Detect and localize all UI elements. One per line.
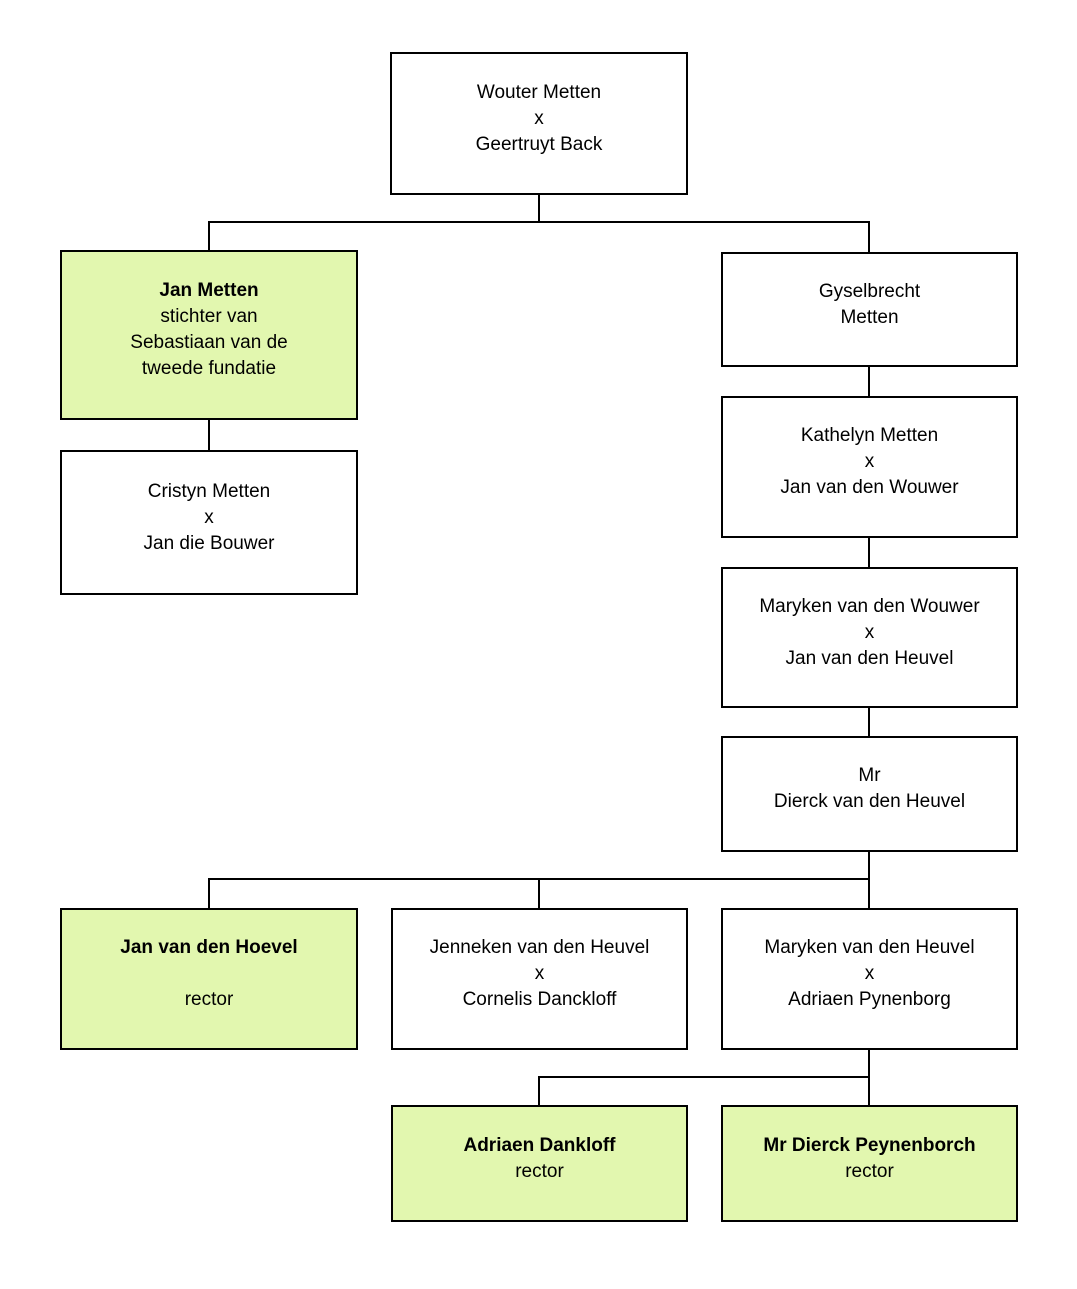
- node-cristyn-metten: Cristyn Metten x Jan die Bouwer: [60, 450, 358, 595]
- node-text: Gyselbrecht Metten: [818, 280, 921, 328]
- connector-line: [208, 221, 870, 223]
- connector-line: [868, 708, 870, 736]
- node-mr-dierck-van-den-heuvel: Mr Dierck van den Heuvel: [721, 736, 1018, 852]
- node-text: rector: [515, 1160, 564, 1182]
- connector-line: [538, 878, 540, 908]
- node-text: Wouter Metten x Geertruyt Back: [475, 81, 603, 155]
- connector-line: [208, 420, 210, 450]
- node-title: Jan Metten: [159, 280, 259, 301]
- node-text: Mr Dierck van den Heuvel: [773, 765, 966, 812]
- node-mr-dierck-peynenborch: Mr Dierck Peynenborch rector: [721, 1105, 1018, 1222]
- node-maryken-van-den-wouwer: Maryken van den Wouwer x Jan van den Heu…: [721, 567, 1018, 708]
- node-title: Adriaen Dankloff: [463, 1134, 616, 1156]
- node-maryken-van-den-heuvel: Maryken van den Heuvel x Adriaen Pynenbo…: [721, 908, 1018, 1050]
- node-kathelyn-metten: Kathelyn Metten x Jan van den Wouwer: [721, 396, 1018, 538]
- node-text: rector: [184, 989, 234, 1010]
- connector-line: [868, 367, 870, 396]
- node-text: stichter van Sebastiaan van de tweede fu…: [130, 306, 288, 379]
- connector-line: [538, 1076, 540, 1105]
- node-text: Maryken van den Wouwer x Jan van den Heu…: [759, 595, 980, 669]
- node-jenneken-van-den-heuvel: Jenneken van den Heuvel x Cornelis Danck…: [391, 908, 688, 1050]
- connector-line: [868, 538, 870, 567]
- node-gyselbrecht-metten: Gyselbrecht Metten: [721, 252, 1018, 367]
- connector-line: [868, 852, 870, 908]
- connector-line: [868, 221, 870, 252]
- connector-line: [538, 1076, 870, 1078]
- node-title: Mr Dierck Peynenborch: [763, 1134, 976, 1156]
- node-text: Jenneken van den Heuvel x Cornelis Danck…: [429, 937, 650, 1010]
- node-text: Cristyn Metten x Jan die Bouwer: [143, 480, 275, 554]
- node-adriaen-dankloff: Adriaen Dankloff rector: [391, 1105, 688, 1222]
- node-text: Kathelyn Metten x Jan van den Wouwer: [780, 425, 959, 498]
- node-wouter-metten: Wouter Metten x Geertruyt Back: [390, 52, 688, 195]
- connector-line: [208, 878, 210, 908]
- connector-line: [538, 195, 540, 223]
- node-jan-van-den-hoevel: Jan van den Hoevel rector: [60, 908, 358, 1050]
- node-title: Jan van den Hoevel: [120, 937, 298, 958]
- connector-line: [208, 221, 210, 250]
- node-jan-metten: Jan Metten stichter van Sebastiaan van d…: [60, 250, 358, 420]
- node-text: rector: [845, 1160, 894, 1182]
- node-text: Maryken van den Heuvel x Adriaen Pynenbo…: [764, 937, 975, 1010]
